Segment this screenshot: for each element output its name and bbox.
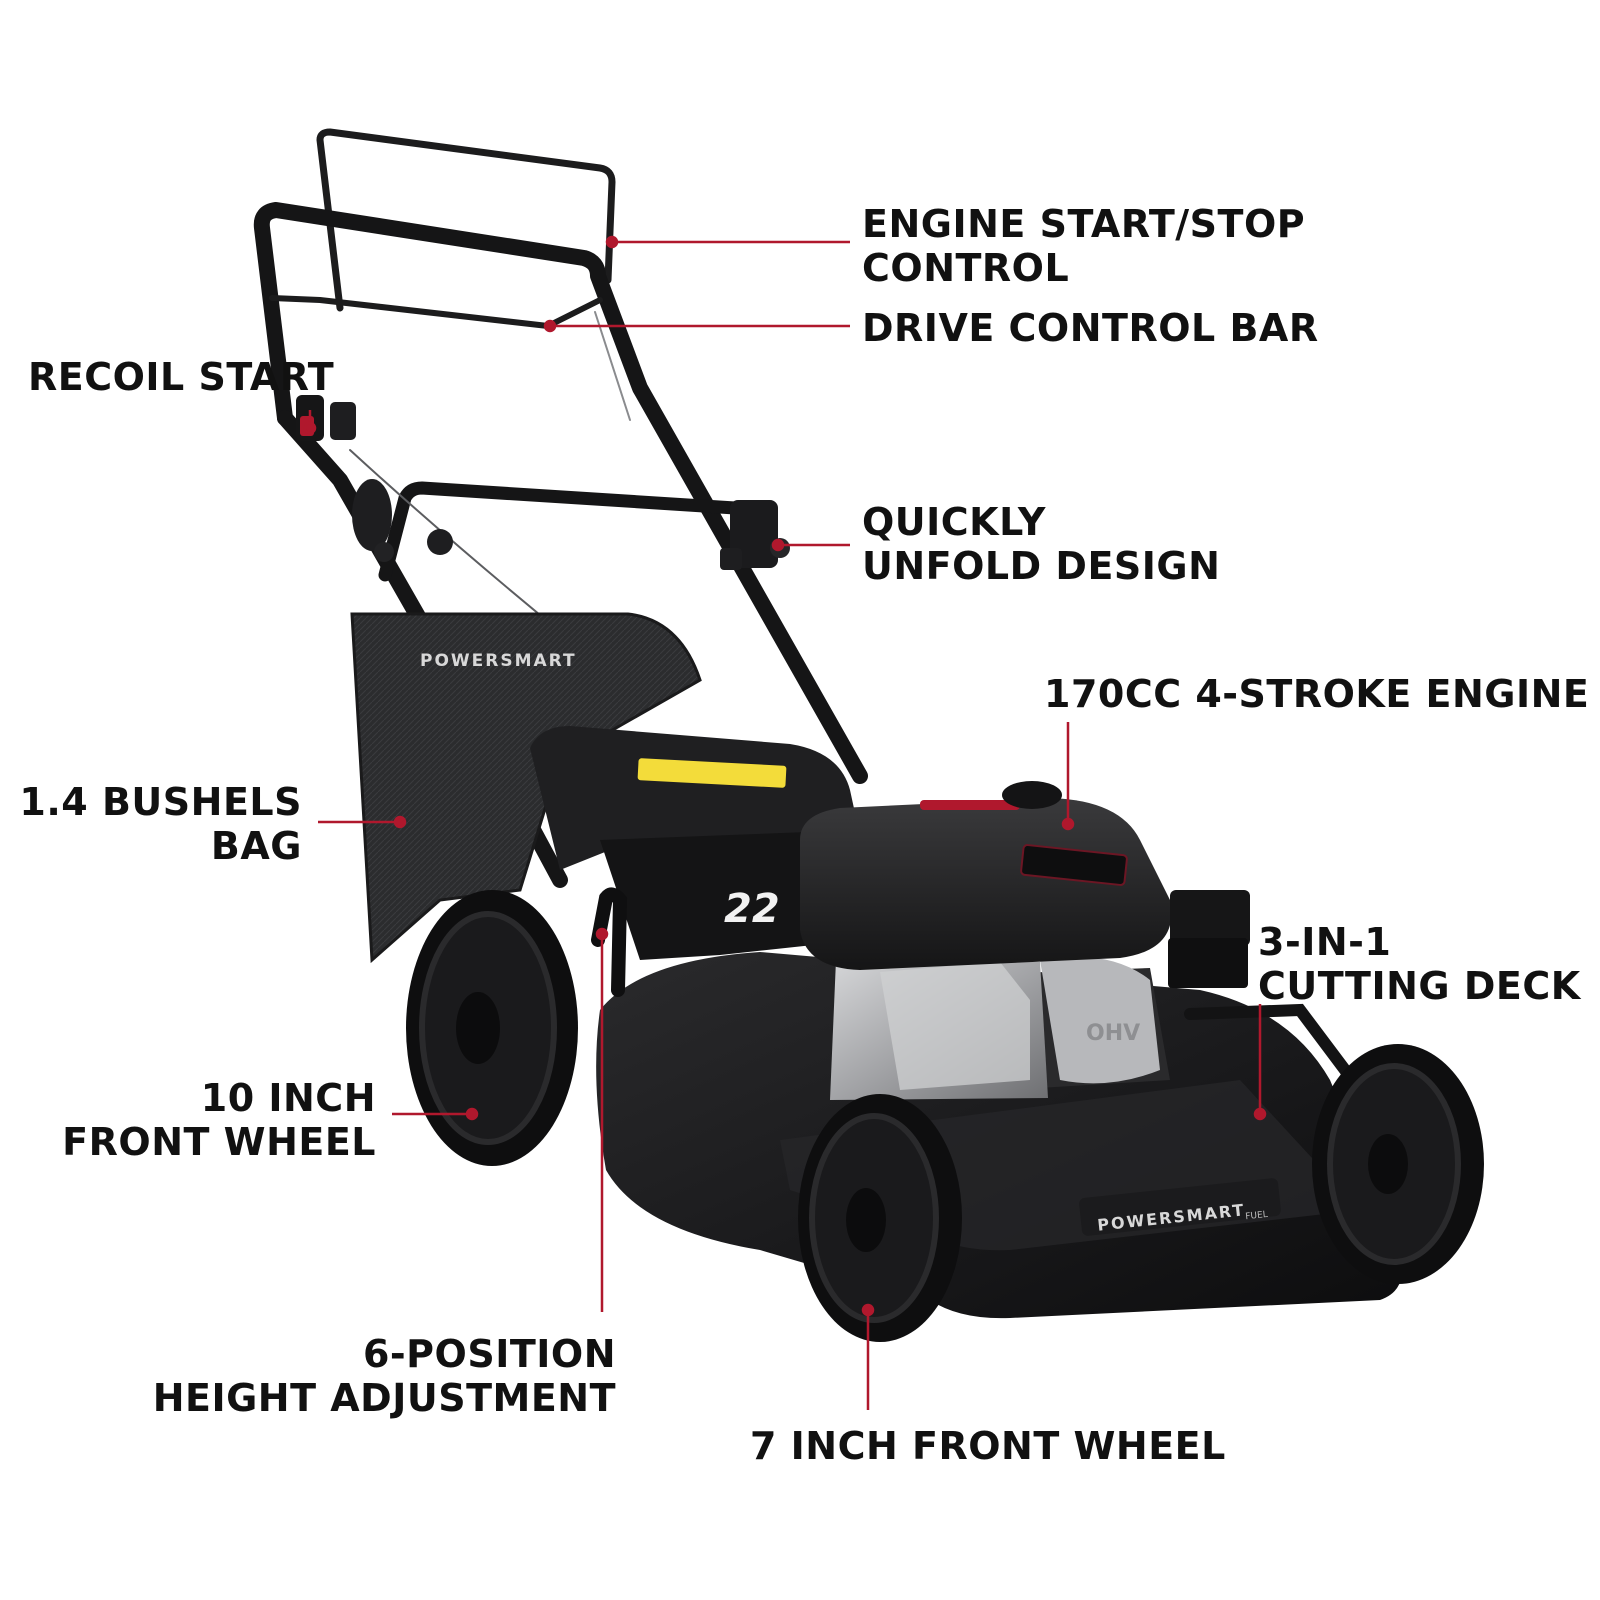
front-left-wheel (798, 1094, 962, 1342)
warning-sticker (637, 758, 787, 788)
callout-engine-start-stop: ENGINE START/STOP CONTROL (862, 202, 1306, 290)
rear-axle-bar (1184, 1003, 1366, 1096)
callout-quickly-unfold: QUICKLY UNFOLD DESIGN (862, 500, 1221, 588)
engine-label (1020, 844, 1128, 886)
drive-bar (269, 295, 603, 329)
handle-hardware (296, 395, 790, 570)
height-adjust-lever (591, 887, 628, 997)
bag-brand-logo: POWERSMART (420, 651, 577, 671)
engine: OHV (800, 781, 1366, 1100)
rear-body: 22 (530, 726, 860, 960)
callout-engine: 170CC 4-STROKE ENGINE (1044, 672, 1590, 716)
fuel-cap (1002, 781, 1062, 809)
rear-left-wheel (406, 890, 578, 1166)
callout-height-adjustment: 6-POSITION HEIGHT ADJUSTMENT (152, 1332, 616, 1420)
front-right-wheel (1312, 1044, 1484, 1284)
deck-size-badge: 22 (724, 886, 780, 932)
callout-drive-control-bar: DRIVE CONTROL BAR (862, 306, 1319, 350)
right-fold-clamp (730, 500, 778, 568)
callout-rear-wheel: 10 INCH FRONT WHEEL (62, 1076, 376, 1164)
control-cable-right (594, 311, 631, 421)
leader-lines (303, 235, 1267, 1410)
engine-ohv-badge: OHV (1086, 1021, 1140, 1046)
left-fold-knob (352, 479, 392, 551)
air-filter (1170, 890, 1250, 946)
callout-bushels-bag: 1.4 BUSHELS BAG (19, 780, 302, 868)
top-handle-bar (253, 202, 868, 784)
grass-bag: POWERSMART (350, 612, 702, 964)
callout-recoil-start: RECOIL START (28, 355, 335, 399)
cable-guide (330, 402, 356, 440)
callout-cutting-deck: 3-IN-1 CUTTING DECK (1258, 920, 1581, 1008)
deck-brand-sub: FUEL (1245, 1210, 1268, 1222)
engine-cover (800, 798, 1172, 970)
callout-front-wheel: 7 INCH FRONT WHEEL (750, 1424, 1226, 1468)
start-stop-bail (316, 128, 616, 312)
